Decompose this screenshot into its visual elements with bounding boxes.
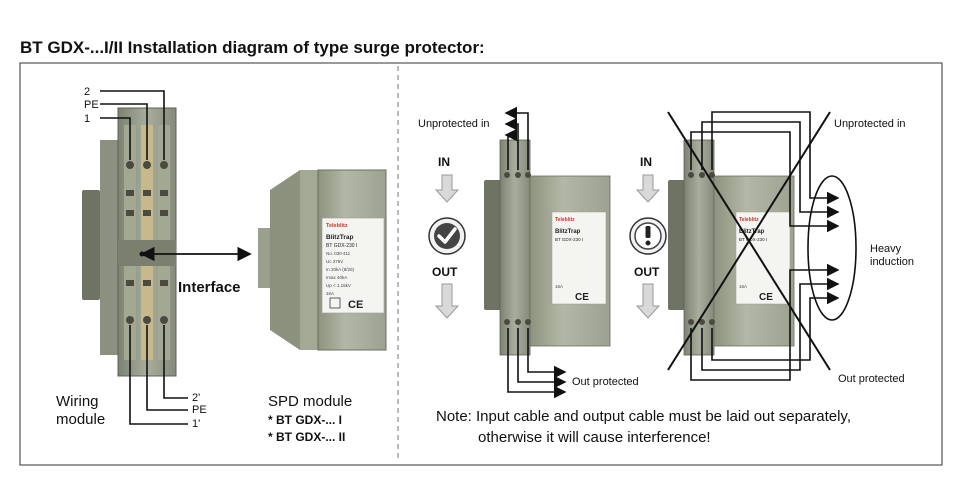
spd-item-1: * BT GDX-... I — [268, 413, 342, 427]
spd-title: SPD module — [268, 393, 352, 410]
in-label-left: IN — [438, 155, 450, 169]
out-arrow-left — [434, 283, 460, 319]
checkmark-icon — [428, 217, 466, 255]
module-model: BT GDX-230 I — [326, 243, 357, 249]
module-model-incorrect: BT GDX-230 I — [739, 237, 767, 242]
module-spec-correct: 16A — [555, 284, 563, 289]
ce-mark: CE — [348, 299, 363, 311]
wiring-label-line1: Wiring — [56, 393, 99, 410]
heavy-label-line1: Heavy — [870, 243, 902, 255]
page-title: BT GDX-...I/II Installation diagram of t… — [20, 38, 485, 57]
module-spec-5: 16A — [326, 291, 334, 296]
unprotected-in-right: Unprotected in — [834, 118, 906, 130]
heavy-label-line2: induction — [870, 256, 914, 268]
wire-label-2-prime: 2' — [192, 392, 200, 404]
in-arrow-left — [434, 174, 460, 203]
incorrect-cross-mark — [667, 111, 831, 371]
in-arrow-right — [635, 174, 661, 203]
exclamation-icon — [629, 217, 667, 255]
module-brand-incorrect: Teleblitz — [739, 217, 759, 223]
module-name-correct: BlitzTrap — [555, 229, 581, 235]
installed-device-correct: Teleblitz BlitzTrap BT GDX-230 I 16A CE — [484, 139, 611, 356]
wire-label-pe-bottom: PE — [192, 404, 207, 416]
module-brand-correct: Teleblitz — [555, 217, 575, 223]
module-name-incorrect: BlitzTrap — [739, 229, 765, 235]
wire-label-pe: PE — [84, 99, 99, 111]
out-protected-left: Out protected — [572, 376, 639, 388]
note-line-2: otherwise it will cause interference! — [478, 429, 711, 446]
in-label-right: IN — [640, 155, 652, 169]
ce-mark-correct: CE — [575, 292, 589, 303]
module-spec-4: Up < 1.15kV — [326, 283, 351, 288]
module-spec-3: Imax 40kA — [326, 275, 347, 280]
module-spec-2: In 20kA (8/20) — [326, 267, 355, 272]
wire-label-1-prime: 1' — [192, 418, 200, 430]
wiring-module — [82, 107, 177, 377]
heavy-induction-ellipse — [807, 175, 857, 321]
module-model-correct: BT GDX-230 I — [555, 237, 583, 242]
wiring-label-line2: module — [56, 411, 105, 428]
wiring-wires-top — [100, 90, 165, 160]
ce-mark-incorrect: CE — [759, 292, 773, 303]
correct-wires — [504, 106, 567, 399]
spd-module-left: Teleblitz BlitzTrap BT GDX-230 I No. 030… — [258, 169, 387, 351]
note-line-1: Note: Input cable and output cable must … — [436, 408, 851, 425]
out-arrow-right — [635, 283, 661, 319]
wire-label-1: 1 — [84, 113, 90, 125]
module-brand: Teleblitz — [326, 223, 348, 229]
unprotected-in-left: Unprotected in — [418, 118, 490, 130]
module-spec-1: Uc 275V — [326, 259, 343, 264]
diagram-frame — [19, 62, 943, 466]
out-protected-right: Out protected — [838, 373, 905, 385]
spd-item-2: * BT GDX-... II — [268, 430, 345, 444]
interface-label: Interface — [178, 279, 241, 296]
incorrect-wires — [690, 111, 840, 381]
out-label-left: OUT — [432, 265, 458, 279]
module-spec-incorrect: 16A — [739, 284, 747, 289]
module-spec-no: No. 030 411 — [326, 251, 351, 256]
installed-device-incorrect: Teleblitz BlitzTrap BT GDX-230 I 16A CE — [668, 139, 795, 356]
out-label-right: OUT — [634, 265, 660, 279]
wiring-wires-bottom — [129, 325, 188, 425]
module-name: BlitzTrap — [326, 234, 353, 241]
wire-label-2: 2 — [84, 86, 90, 98]
